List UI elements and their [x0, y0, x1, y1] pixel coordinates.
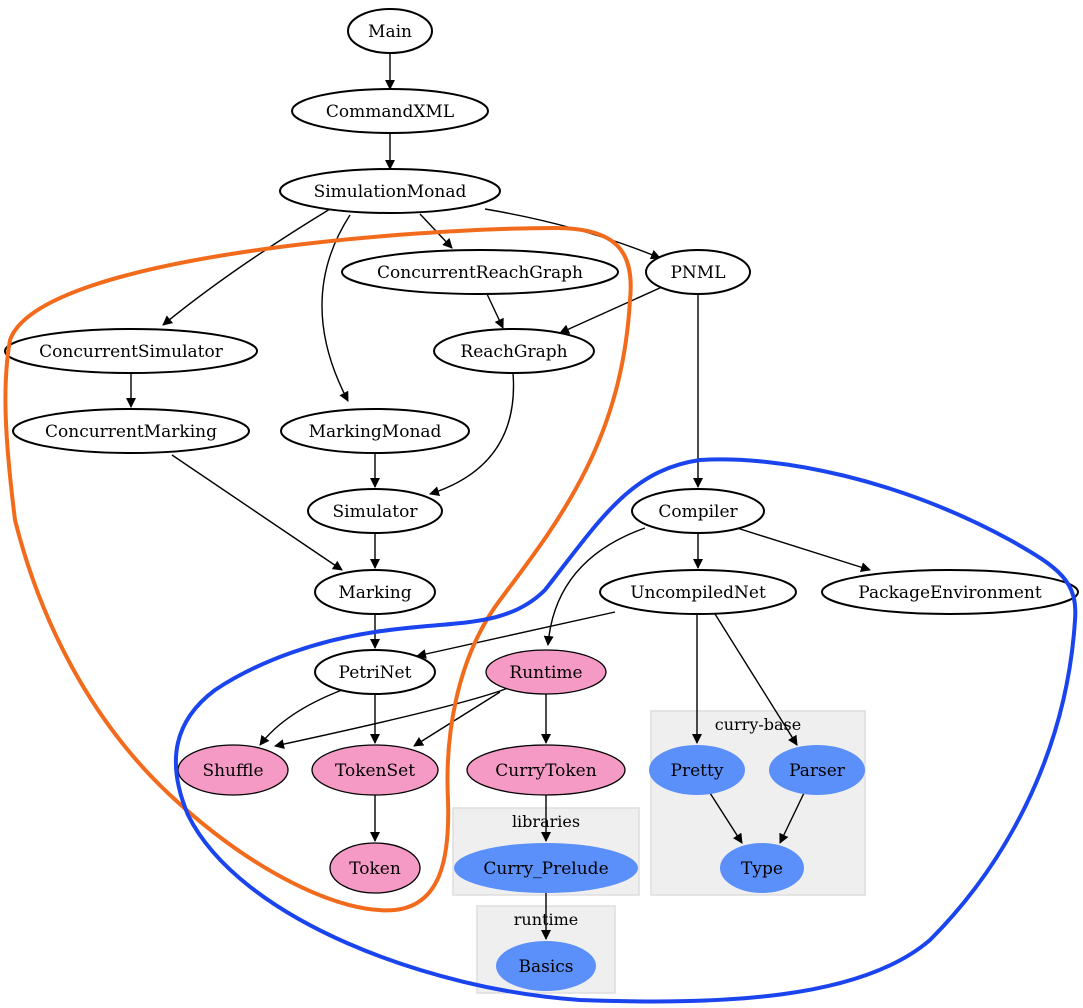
node-shape	[311, 744, 439, 796]
node-label: Type	[741, 859, 783, 879]
node-tokenset[interactable]: TokenSet	[311, 744, 439, 796]
node-shape	[314, 569, 436, 615]
node-shape	[769, 745, 865, 795]
node-label: MarkingMonad	[309, 422, 442, 442]
edge-reachgraph-to-simulator	[429, 372, 515, 496]
edge-uncompilednet-to-parser	[714, 613, 798, 746]
node-uncompilednet[interactable]: UncompiledNet	[599, 569, 797, 615]
node-label: PetriNet	[339, 663, 412, 683]
node-label: Basics	[518, 957, 573, 977]
edge-concurrentreachgraph-to-reachgraph	[486, 293, 504, 329]
node-petrinet[interactable]: PetriNet	[314, 649, 436, 695]
edge-simulationmonad-to-concurrentsimulator	[162, 208, 331, 326]
node-shape	[329, 842, 421, 894]
node-shape	[279, 168, 501, 214]
cluster-label: curry-base	[715, 715, 801, 734]
node-packageenvironment[interactable]: PackageEnvironment	[821, 569, 1079, 615]
edge-simulationmonad-to-markingmonad	[321, 214, 351, 402]
node-shape	[821, 569, 1079, 615]
node-shape	[291, 88, 489, 134]
node-markingmonad[interactable]: MarkingMonad	[280, 408, 470, 454]
node-shape	[466, 744, 626, 796]
node-concurrentmarking[interactable]: ConcurrentMarking	[12, 408, 250, 454]
node-label: Marking	[338, 583, 411, 603]
node-label: Compiler	[658, 502, 738, 522]
edge-concurrentmarking-to-marking	[171, 454, 343, 571]
node-shape	[341, 249, 619, 295]
node-shape	[485, 649, 607, 695]
node-shape	[314, 649, 436, 695]
node-pretty[interactable]: Pretty	[649, 745, 745, 795]
node-label: PackageEnvironment	[858, 583, 1042, 603]
node-concurrentreachgraph[interactable]: ConcurrentReachGraph	[341, 249, 619, 295]
edge-uncompilednet-to-petrinet	[416, 611, 616, 659]
orange-group-outline	[3, 226, 633, 913]
node-shape	[599, 569, 797, 615]
node-main[interactable]: Main	[347, 8, 433, 54]
node-shape	[645, 249, 751, 295]
node-currytoken[interactable]: CurryToken	[466, 744, 626, 796]
node-marking[interactable]: Marking	[314, 569, 436, 615]
edge-parser-to-type	[779, 792, 805, 844]
node-basics[interactable]: Basics	[496, 941, 596, 991]
node-parser[interactable]: Parser	[769, 745, 865, 795]
node-label: Token	[349, 859, 401, 879]
node-shape	[4, 328, 258, 374]
node-runtime[interactable]: Runtime	[485, 649, 607, 695]
node-shape	[12, 408, 250, 454]
node-label: Parser	[789, 761, 846, 781]
node-token[interactable]: Token	[329, 842, 421, 894]
node-label: SimulationMonad	[314, 182, 467, 202]
node-commandxml[interactable]: CommandXML	[291, 88, 489, 134]
node-shape	[347, 8, 433, 54]
node-label: Curry_Prelude	[483, 859, 608, 879]
edge-runtime-to-shuffle	[274, 687, 509, 749]
node-label: Runtime	[509, 663, 582, 683]
node-shape	[433, 328, 595, 374]
node-label: PNML	[670, 263, 725, 283]
node-simulationmonad[interactable]: SimulationMonad	[279, 168, 501, 214]
node-label: Pretty	[671, 761, 724, 781]
node-label: Simulator	[333, 502, 419, 522]
node-shape	[631, 488, 765, 534]
edge-compiler-to-packageenvironment	[736, 527, 871, 573]
node-type[interactable]: Type	[720, 843, 804, 893]
node-label: UncompiledNet	[630, 583, 766, 603]
node-label: ReachGraph	[460, 342, 567, 362]
edge-petrinet-to-shuffle	[259, 689, 343, 746]
edge-pretty-to-type	[709, 792, 743, 844]
node-shape	[720, 843, 804, 893]
blue-group-outline	[173, 457, 1078, 1004]
edge-pnml-to-reachgraph	[559, 286, 663, 334]
node-shape	[649, 745, 745, 795]
node-label: CommandXML	[326, 102, 454, 122]
node-label: ConcurrentMarking	[45, 422, 217, 442]
node-label: ConcurrentSimulator	[39, 342, 224, 362]
node-pnml[interactable]: PNML	[645, 249, 751, 295]
node-label: ConcurrentReachGraph	[377, 263, 583, 283]
node-shape	[454, 843, 638, 893]
node-shape	[496, 941, 596, 991]
node-label: Main	[368, 22, 412, 42]
node-label: TokenSet	[335, 761, 415, 781]
node-label: Shuffle	[202, 761, 263, 781]
node-shape	[280, 408, 470, 454]
node-shape	[307, 488, 443, 534]
node-curry_prelude[interactable]: Curry_Prelude	[454, 843, 638, 893]
node-reachgraph[interactable]: ReachGraph	[433, 328, 595, 374]
node-simulator[interactable]: Simulator	[307, 488, 443, 534]
node-shuffle[interactable]: Shuffle	[177, 744, 289, 796]
node-label: CurryToken	[495, 761, 596, 781]
edge-runtime-to-tokenset	[413, 691, 501, 747]
node-compiler[interactable]: Compiler	[631, 488, 765, 534]
node-concurrentsimulator[interactable]: ConcurrentSimulator	[4, 328, 258, 374]
